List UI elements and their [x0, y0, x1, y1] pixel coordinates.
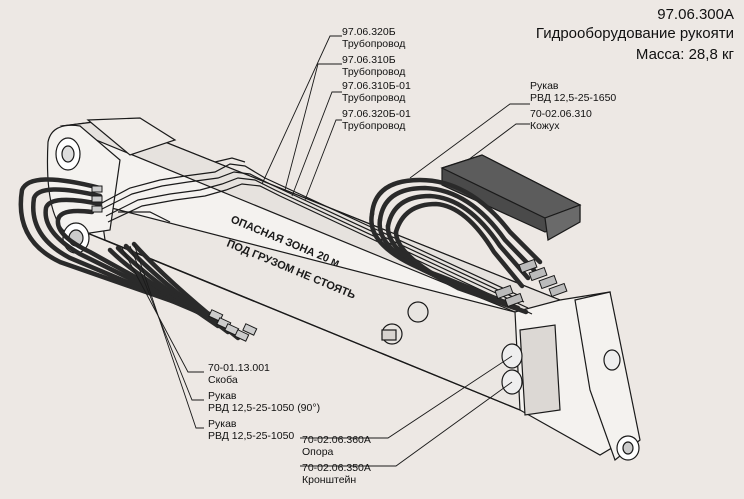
pivot-bore-upper	[55, 137, 81, 171]
callout-clamp: 70-01.13.001 Скоба	[208, 362, 270, 386]
callout-hose-1050: Рукав РВД 12,5-25-1050	[208, 418, 294, 442]
callout-code: 70-02.06.360А	[302, 434, 371, 446]
drawing-code: 97.06.300А	[657, 6, 734, 23]
callout-pipe-320b: 97.06.320Б Трубопровод	[342, 26, 405, 50]
callout-pipe-310b: 97.06.310Б Трубопровод	[342, 54, 405, 78]
hose-fittings-left	[91, 185, 258, 342]
boom-arm	[46, 117, 626, 456]
leader-lines	[121, 35, 530, 467]
callout-name: Скоба	[208, 374, 238, 386]
callout-name: РВД 12,5-25-1050 (90°)	[208, 402, 321, 414]
bracket-assembly	[501, 291, 641, 461]
callout-hose-1050-90: Рукав РВД 12,5-25-1050 (90°)	[208, 390, 320, 414]
callout-code: Рукав	[208, 390, 237, 402]
hose-fittings-right	[494, 258, 568, 308]
callout-code: Рукав	[208, 418, 237, 430]
callout-pipe-310b-01: 97.06.310Б-01 Трубопровод	[342, 80, 411, 104]
drawing-title: Гидрооборудование рукояти	[535, 25, 734, 42]
callout-name: Кожух	[530, 120, 560, 132]
callout-code: 70-02.06.310	[530, 108, 592, 120]
callout-name: Трубопровод	[342, 66, 406, 78]
callout-code: Рукав	[530, 80, 559, 92]
callout-name: РВД 12,5-25-1050	[208, 430, 295, 442]
callout-name: Опора	[302, 446, 334, 458]
callout-hose-1650: Рукав РВД 12,5-25-1650	[530, 80, 616, 104]
drawing-mass: Масса: 28,8 кг	[635, 46, 734, 63]
callout-bracket: 70-02.06.350А Кронштейн	[302, 462, 371, 486]
side-bosses	[381, 301, 429, 345]
hoses-right	[369, 177, 543, 315]
callout-name: Трубопровод	[342, 92, 406, 104]
callout-cover: 70-02.06.310 Кожух	[530, 108, 592, 132]
callout-support: 70-02.06.360А Опора	[302, 434, 371, 458]
callout-code: 97.06.320Б	[342, 26, 396, 38]
callout-name: РВД 12,5-25-1650	[530, 92, 617, 104]
callout-code: 70-02.06.350А	[302, 462, 371, 474]
callout-code: 97.06.310Б-01	[342, 80, 411, 92]
callout-code: 70-01.13.001	[208, 362, 270, 374]
callout-pipe-320b-01: 97.06.320Б-01 Трубопровод	[342, 108, 411, 132]
callout-code: 97.06.310Б	[342, 54, 396, 66]
callout-name: Трубопровод	[342, 120, 406, 132]
callout-code: 97.06.320Б-01	[342, 108, 411, 120]
callout-name: Трубопровод	[342, 38, 406, 50]
callout-name: Кронштейн	[302, 474, 357, 486]
